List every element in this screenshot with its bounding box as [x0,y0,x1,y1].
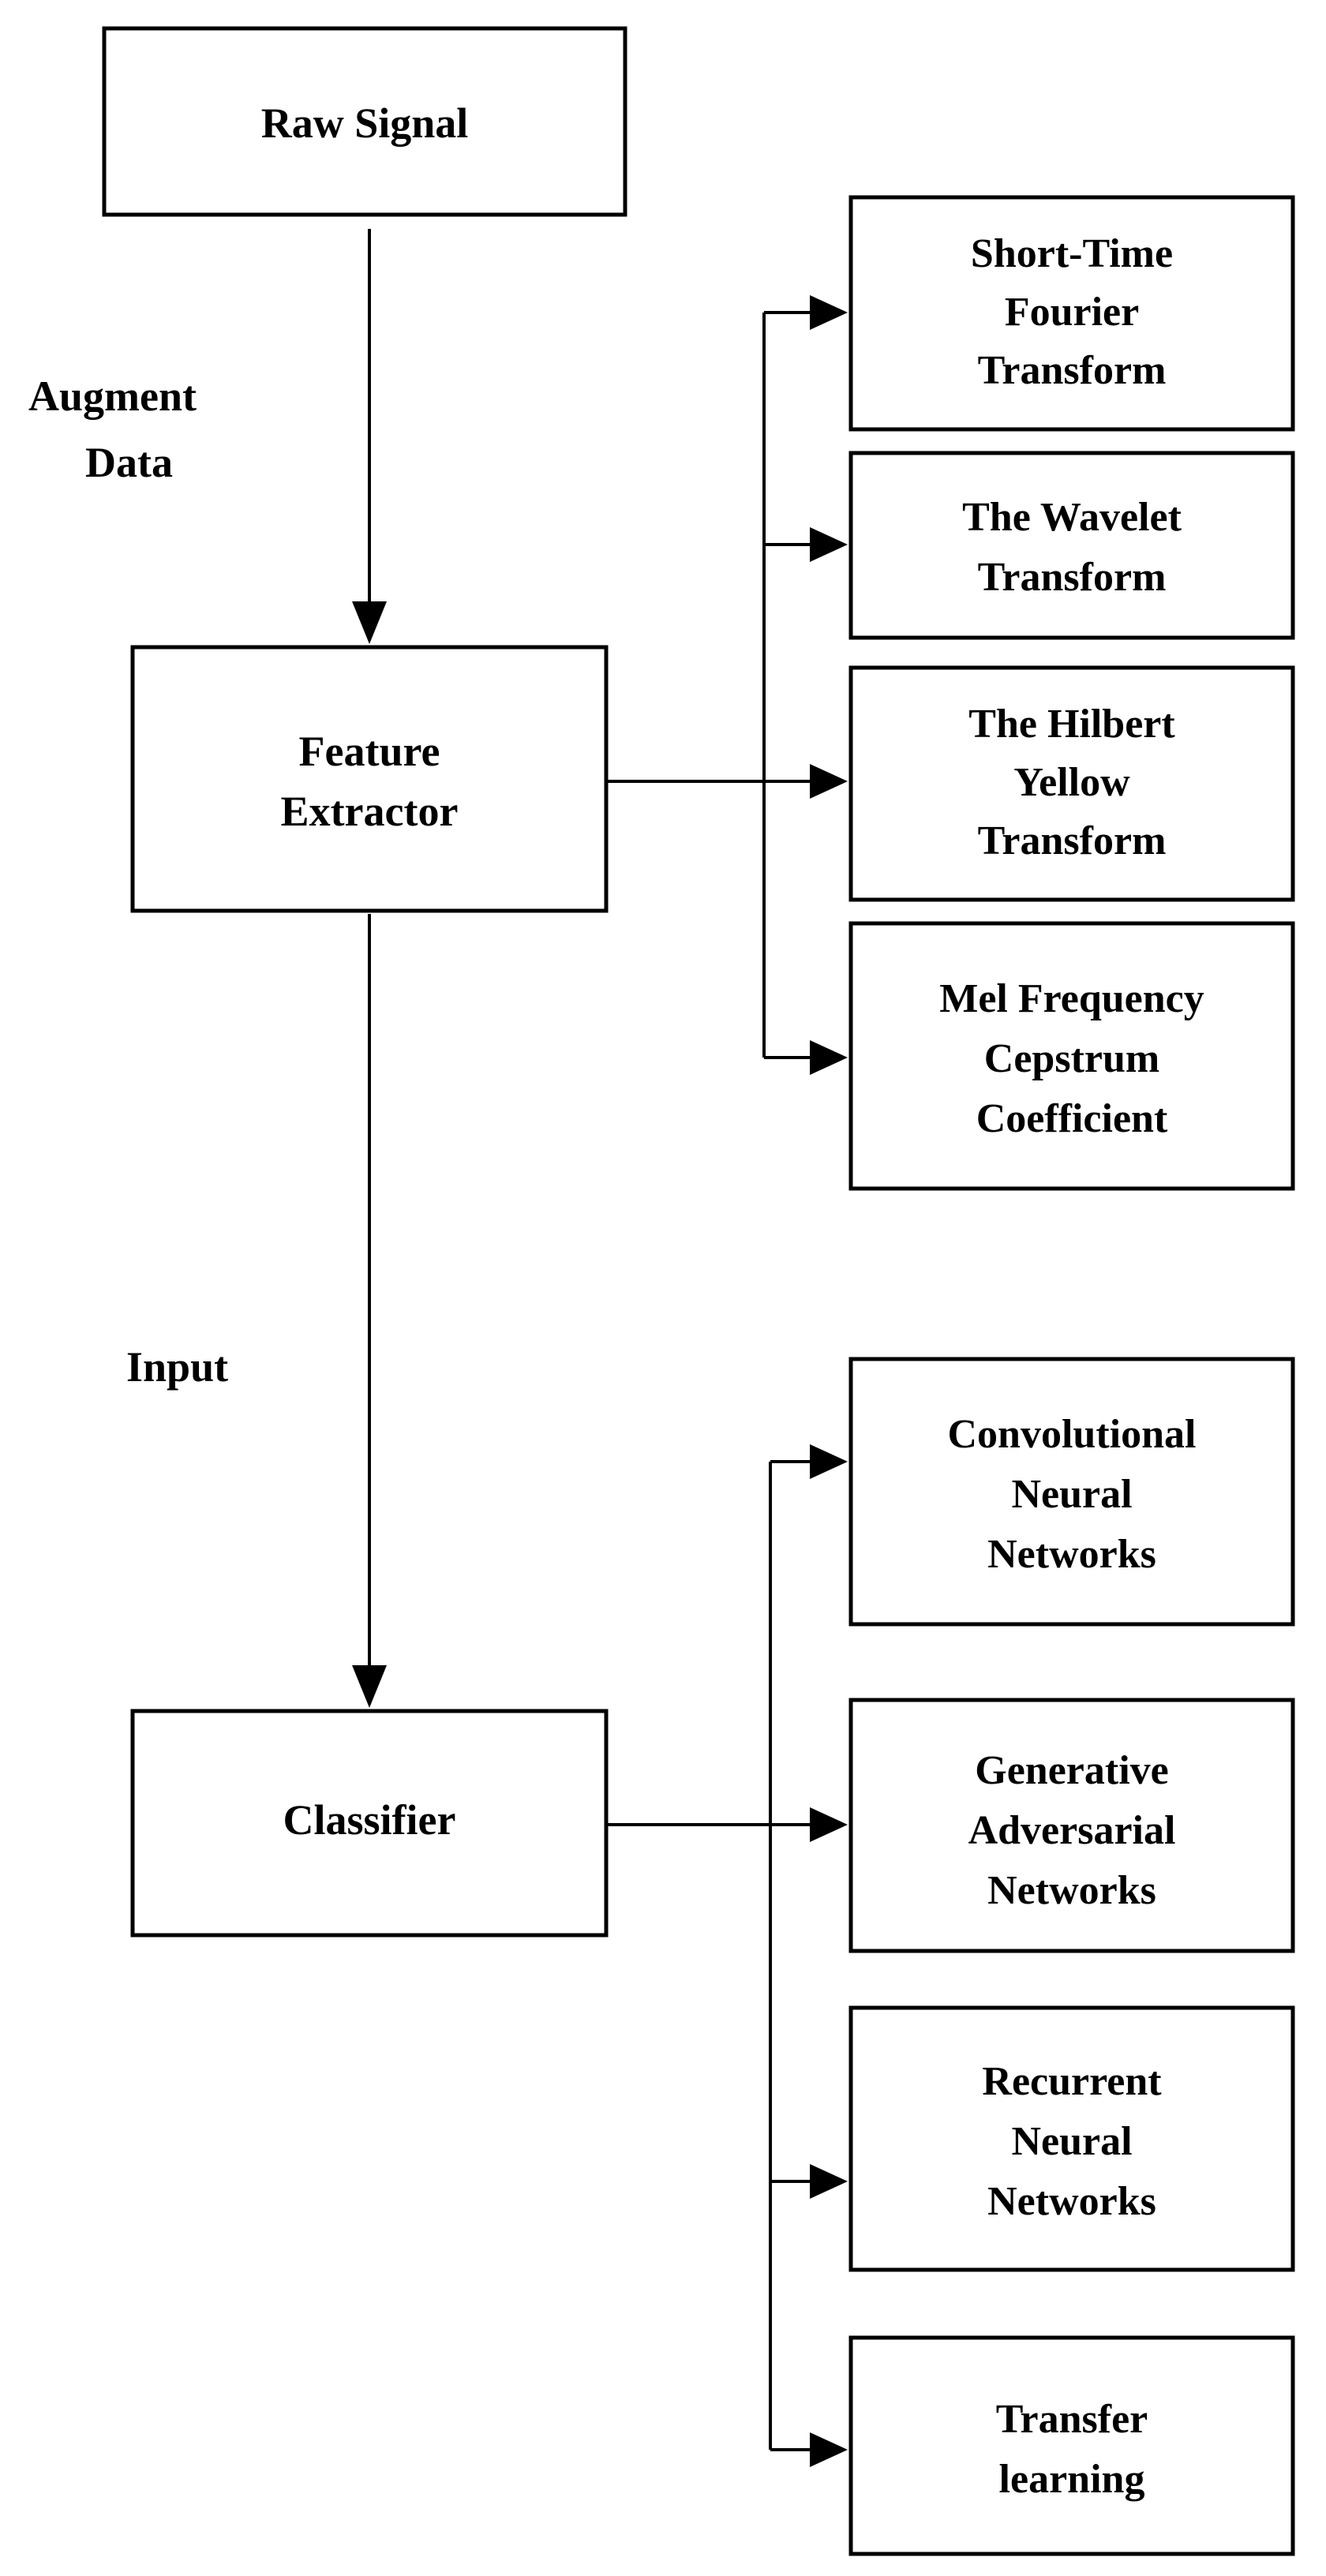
branch-arrowhead-wavelet [810,527,848,562]
classifier-method-rnn-line-3: Networks [987,2179,1156,2224]
feature-method-mfcc-line-2: Cepstrum [984,1036,1159,1081]
feature-method-wavelet: The Wavelet Transform [848,451,1295,640]
classifier-method-rnn: Recurrent Neural Networks [848,2005,1295,2272]
edge-label-augment-data: Augment Data [28,373,197,486]
classifier-method-gan: Generative Adversarial Networks [848,1698,1295,1953]
branch-arrowhead-transfer [810,2432,848,2467]
node-classifier-label: Classifier [283,1796,456,1844]
feature-method-wavelet-line-1: The Wavelet [962,495,1182,540]
node-classifier: Classifier [130,1709,609,1938]
feature-method-stft-line-1: Short-Time [971,231,1173,276]
feature-method-hilbert-line-1: The Hilbert [968,702,1175,747]
raw-to-extractor-arrowhead [352,601,387,644]
classifier-method-cnn-line-3: Networks [987,1532,1156,1577]
feature-method-wavelet-line-2: Transform [978,555,1167,600]
classifier-method-transfer: Transfer learning [848,2335,1295,2556]
branch-arrowhead-mfcc [810,1040,848,1075]
extractor-to-classifier-arrowhead [352,1665,387,1708]
node-feature-extractor: Feature Extractor [130,645,609,913]
feature-method-mfcc-line-3: Coefficient [976,1096,1168,1141]
classifier-method-transfer-line-1: Transfer [996,2397,1148,2442]
branch-arrowhead-rnn [810,2164,848,2199]
classifier-method-gan-line-2: Adversarial [968,1808,1176,1853]
edge-label-input: Input [126,1343,228,1391]
classifier-method-transfer-line-2: learning [999,2457,1145,2502]
feature-method-stft: Short-Time Fourier Transform [848,195,1295,432]
branch-arrowhead-gan [810,1807,848,1842]
node-feature-extractor-label-line-2: Extractor [281,788,459,835]
feature-method-hilbert: The Hilbert Yellow Transform [848,665,1295,902]
edge-label-augment-data-line-2: Data [85,439,173,486]
feature-method-mfcc: Mel Frequency Cepstrum Coefficient [848,921,1295,1191]
feature-method-hilbert-line-3: Transform [978,818,1167,863]
classifier-method-gan-line-3: Networks [987,1868,1156,1913]
classifier-method-cnn: Convolutional Neural Networks [848,1357,1295,1627]
branch-arrowhead-stft [810,295,848,330]
feature-method-hilbert-line-2: Yellow [1013,760,1130,805]
edge-label-augment-data-line-1: Augment [28,373,197,420]
classifier-method-cnn-line-1: Convolutional [948,1412,1197,1457]
node-raw-signal-label: Raw Signal [261,99,469,147]
classifier-method-gan-line-1: Generative [975,1748,1168,1793]
node-feature-extractor-label-line-1: Feature [299,728,440,775]
feature-method-stft-line-3: Transform [978,348,1167,393]
classifier-method-rnn-line-1: Recurrent [982,2059,1162,2104]
classifier-method-rnn-line-2: Neural [1011,2119,1132,2164]
feature-method-stft-line-2: Fourier [1005,290,1139,335]
branch-arrowhead-cnn [810,1444,848,1479]
branch-arrowhead-hilbert [810,764,848,799]
node-raw-signal: Raw Signal [102,26,627,217]
feature-method-mfcc-line-1: Mel Frequency [939,976,1204,1021]
classifier-method-cnn-line-2: Neural [1011,1472,1132,1517]
connectors [352,229,848,2467]
